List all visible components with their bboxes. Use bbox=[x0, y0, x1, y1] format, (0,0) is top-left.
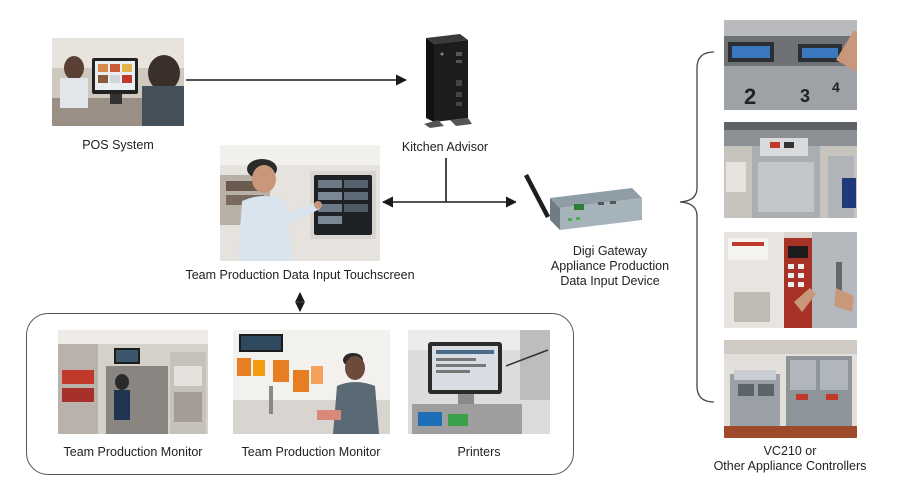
digi-gateway-label-line-3: Data Input Device bbox=[560, 274, 660, 288]
pos-system-label: POS System bbox=[82, 138, 154, 152]
digi-gateway-label: Digi Gateway Appliance Production Data I… bbox=[530, 244, 690, 289]
controllers-label: VC210 or Other Appliance Controllers bbox=[690, 444, 890, 474]
touchscreen-photo bbox=[220, 145, 380, 261]
controllers-label-line-1: VC210 or bbox=[763, 444, 817, 458]
svg-text:2: 2 bbox=[744, 84, 756, 109]
svg-text:3: 3 bbox=[800, 86, 810, 106]
kitchen-advisor-photo bbox=[410, 30, 480, 130]
touchscreen-label: Team Production Data Input Touchscreen bbox=[185, 268, 415, 282]
controller-photo-2 bbox=[724, 122, 857, 218]
monitor-2-label: Team Production Monitor bbox=[241, 445, 381, 459]
controller-photo-4 bbox=[724, 340, 857, 438]
controller-photo-1: 2 3 4 bbox=[724, 20, 857, 110]
output-devices-group bbox=[26, 313, 574, 475]
controllers-label-line-2: Other Appliance Controllers bbox=[713, 459, 867, 473]
digi-gateway-label-line-2: Appliance Production bbox=[550, 259, 670, 273]
monitor-2-photo bbox=[233, 330, 390, 434]
kitchen-advisor-label: Kitchen Advisor bbox=[401, 140, 489, 154]
digi-gateway-label-line-1: Digi Gateway bbox=[572, 244, 648, 258]
controllers-brace bbox=[679, 51, 715, 403]
monitor-1-photo bbox=[58, 330, 208, 434]
controller-photo-3 bbox=[724, 232, 857, 328]
digi-gateway-photo bbox=[516, 168, 646, 240]
pos-system-photo bbox=[52, 38, 184, 126]
printers-label: Printers bbox=[457, 445, 501, 459]
monitor-1-label: Team Production Monitor bbox=[63, 445, 203, 459]
svg-text:4: 4 bbox=[832, 79, 840, 95]
printers-photo bbox=[408, 330, 550, 434]
